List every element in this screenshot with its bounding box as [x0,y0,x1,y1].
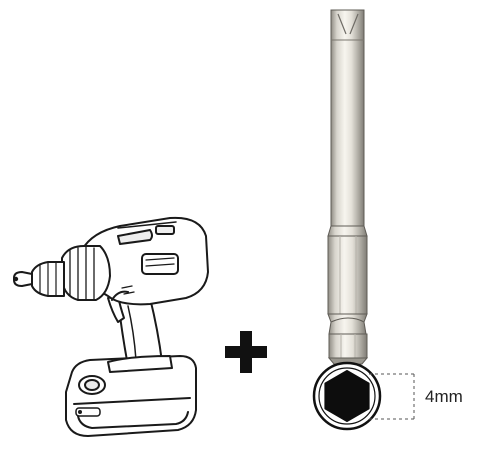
dimension-marker [369,373,416,420]
hex-driver-bit-icon [327,9,369,365]
dimension-label: 4mm [425,387,463,406]
hex-cross-section-icon [312,361,382,431]
plus-icon [225,331,267,373]
cordless-drill-icon [13,216,209,437]
